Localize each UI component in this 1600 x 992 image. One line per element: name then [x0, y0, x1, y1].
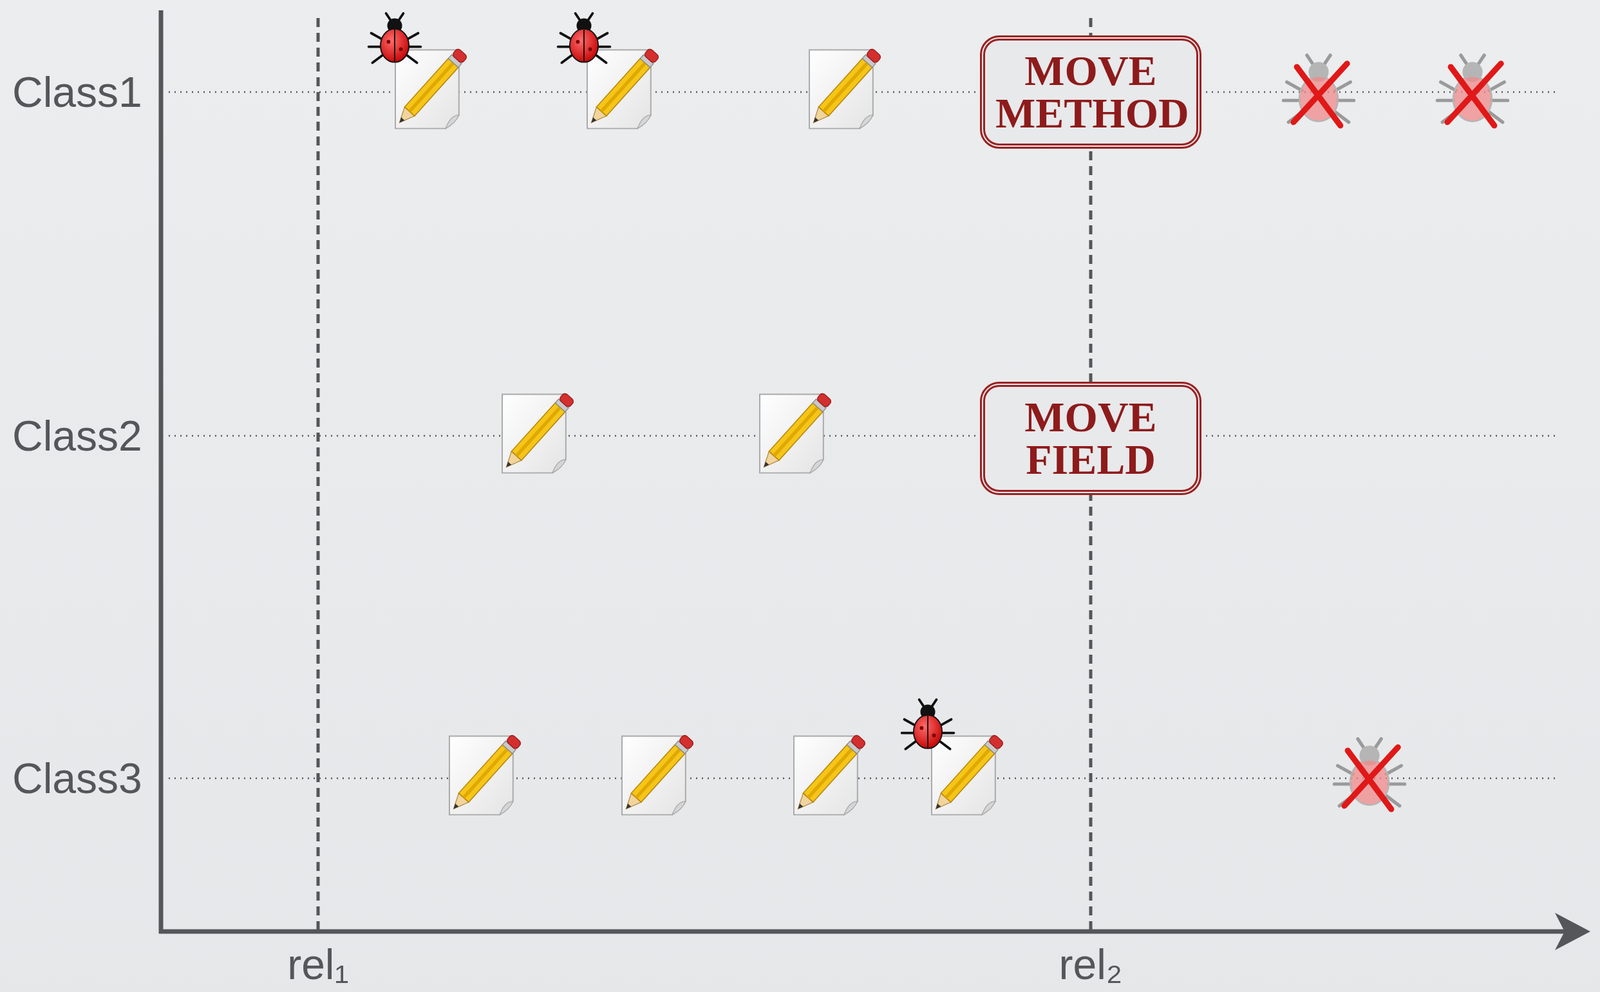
change-icons	[394, 47, 1005, 815]
release-label: rel₂	[1059, 941, 1123, 989]
row-guides	[168, 92, 1557, 779]
change-icon	[394, 47, 469, 129]
change-icon	[808, 47, 883, 129]
change-icon	[759, 392, 833, 473]
release-label: rel₁	[287, 941, 349, 989]
bug-icon	[558, 13, 611, 64]
row-guide	[168, 777, 1557, 780]
fixed-bug-icons	[1283, 55, 1508, 810]
stamp-text: MOVE METHOD	[995, 49, 1186, 135]
refactoring-stamp: MOVE FIELD	[979, 381, 1202, 496]
change-icon	[448, 734, 523, 815]
refactoring-stamp: MOVE METHOD	[979, 35, 1202, 149]
row-guide	[168, 435, 1557, 438]
release-markers	[318, 18, 1091, 930]
release-line	[316, 18, 320, 930]
y-axis	[159, 10, 164, 934]
fixed-bug-icon	[1437, 55, 1508, 126]
class-label: Class3	[12, 755, 143, 803]
stamp-text: MOVE FIELD	[995, 395, 1186, 481]
bug-icon	[902, 699, 955, 750]
change-icon	[621, 734, 695, 815]
change-icon	[501, 392, 575, 473]
bug-icons	[368, 13, 955, 750]
change-icon	[586, 47, 660, 129]
axis-arrowhead	[1554, 912, 1591, 951]
change-icon	[793, 734, 867, 815]
bug-icon	[368, 13, 422, 64]
x-axis	[159, 929, 1568, 935]
class-label: Class1	[12, 68, 143, 116]
fixed-bug-icon	[1334, 739, 1405, 810]
change-icon	[931, 734, 1005, 815]
fixed-bug-icon	[1283, 55, 1354, 126]
class-label: Class2	[12, 412, 143, 460]
